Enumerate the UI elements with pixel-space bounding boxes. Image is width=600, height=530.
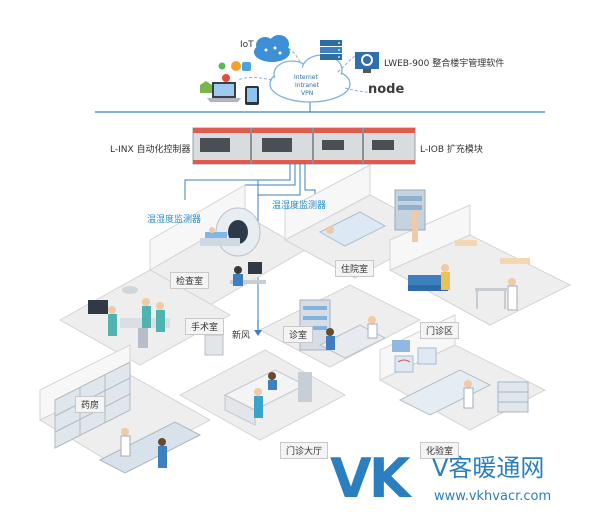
consult-scene — [299, 299, 410, 359]
room-outpatient-label: 门诊区 — [420, 322, 460, 339]
room-lab-label: 化验室 — [420, 442, 460, 459]
room-pharmacy-label: 药房 — [75, 396, 106, 413]
fresh-air-label: 新风 — [232, 331, 251, 341]
watermark-brand: V客暖通网 — [432, 454, 545, 482]
gear-monitor-icon — [355, 52, 379, 73]
server-icon — [320, 40, 342, 60]
mri-machine — [200, 207, 261, 257]
room-surgery-label: 手术室 — [185, 318, 225, 335]
surgery-scene — [88, 286, 224, 356]
room-lobby-label: 门诊大厅 — [280, 442, 329, 459]
lobby-scene — [223, 369, 312, 426]
sensor-label-left: 温湿度监测器 — [147, 215, 202, 225]
iot-cloud-icon — [254, 35, 290, 62]
room-exam-label: 检查室 — [170, 272, 210, 289]
room-ward-label: 住院室 — [335, 260, 375, 277]
ward-bed — [318, 189, 426, 247]
cloud-icon — [269, 54, 351, 103]
liob-label: L-IOB 扩充模块 — [420, 145, 483, 155]
cloud-internet-label: Internet — [294, 74, 318, 81]
linx-label: L-INX 自动化控制器 — [110, 145, 191, 155]
iot-label: IoT — [240, 40, 254, 50]
room-consult-label: 诊室 — [283, 326, 314, 343]
cloud-vpn-label: VPN — [301, 90, 314, 97]
sensor-label-right: 温湿度监测器 — [272, 201, 327, 211]
node-logo: node — [368, 82, 405, 97]
cloud-intranet-label: Intranet — [295, 82, 319, 89]
waiting-scene — [408, 240, 530, 311]
controller-rack — [192, 127, 416, 165]
laptop-icon — [207, 82, 241, 102]
exam-desk — [230, 262, 266, 286]
watermark-url: www.vkhvacr.com — [434, 489, 552, 504]
lweb-label: LWEB-900 整合楼宇管理软件 — [384, 59, 505, 69]
watermark-logo: VK — [330, 447, 411, 510]
app-icons — [200, 61, 251, 93]
lab-scene — [394, 347, 529, 416]
